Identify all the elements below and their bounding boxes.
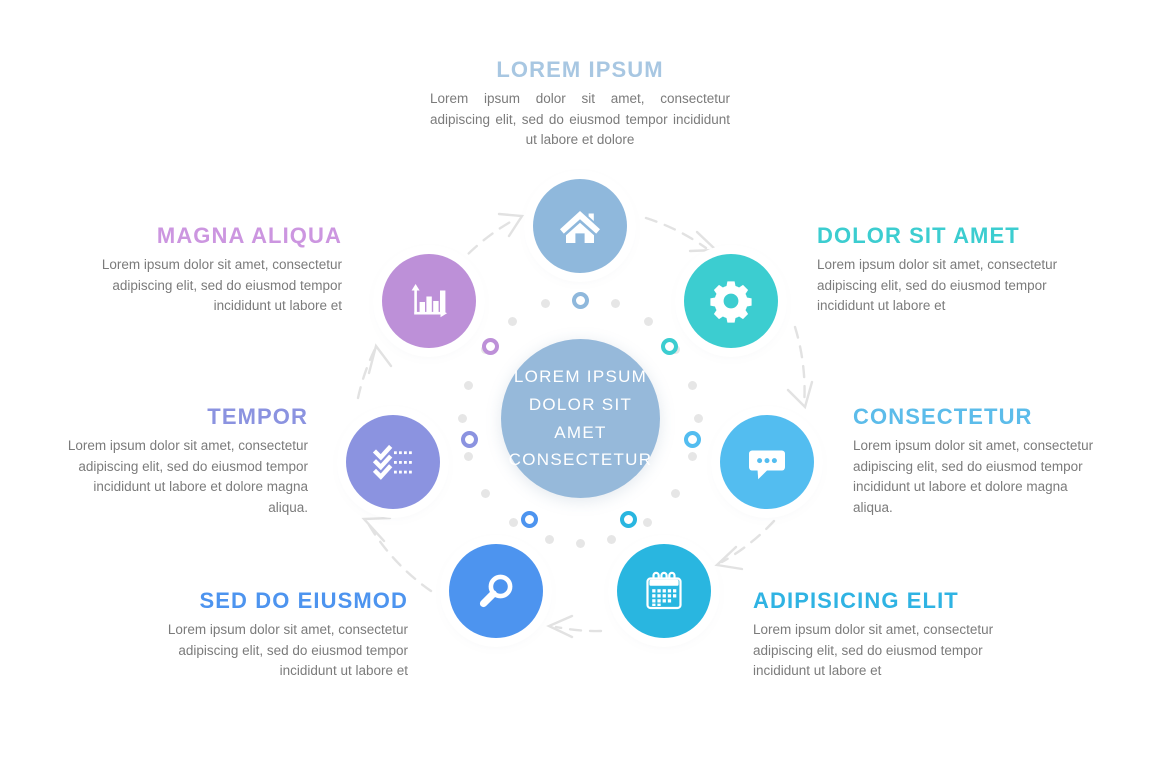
center-hub: LOREM IPSUM DOLOR SIT AMET CONSECTETUR bbox=[501, 339, 660, 498]
segment-7-text: MAGNA ALIQUA Lorem ipsum dolor sit amet,… bbox=[92, 223, 342, 317]
ring-color-dot-segment-5 bbox=[521, 511, 538, 528]
segment-1-body: Lorem ipsum dolor sit amet, consectetur … bbox=[430, 91, 730, 148]
segment-1-text: LOREM IPSUM Lorem ipsum dolor sit amet, … bbox=[430, 57, 730, 151]
ring-gray-dot bbox=[671, 489, 680, 498]
hub-line-3: CONSECTETUR bbox=[508, 450, 653, 470]
ring-gray-dot bbox=[576, 539, 585, 548]
segment-6-body: Lorem ipsum dolor sit amet, consectetur … bbox=[67, 438, 308, 515]
ring-gray-dot bbox=[509, 518, 518, 527]
segment-5-text: SED DO EIUSMOD Lorem ipsum dolor sit ame… bbox=[158, 588, 408, 682]
ring-gray-dot bbox=[644, 317, 653, 326]
segment-5-title: SED DO EIUSMOD bbox=[199, 588, 408, 613]
segment-3-title: CONSECTETUR bbox=[853, 404, 1033, 429]
ring-gray-dot bbox=[481, 489, 490, 498]
segment-3-text: CONSECTETUR Lorem ipsum dolor sit amet, … bbox=[853, 404, 1108, 518]
node-segment-2-gear[interactable] bbox=[684, 254, 778, 348]
ring-gray-dot bbox=[464, 381, 473, 390]
ring-color-dot-segment-4 bbox=[620, 511, 637, 528]
node-segment-6-checklist[interactable] bbox=[346, 415, 440, 509]
segment-6-title: TEMPOR bbox=[207, 404, 308, 429]
segment-3-body: Lorem ipsum dolor sit amet, consectetur … bbox=[853, 438, 1094, 515]
segment-2-title: DOLOR SIT AMET bbox=[817, 223, 1020, 248]
magnifier-icon bbox=[473, 568, 519, 614]
ring-gray-dot bbox=[688, 381, 697, 390]
calendar-icon bbox=[640, 567, 688, 615]
segment-2-body: Lorem ipsum dolor sit amet, consectetur … bbox=[817, 257, 1058, 314]
ring-gray-dot bbox=[688, 452, 697, 461]
ring-color-dot-segment-3 bbox=[684, 431, 701, 448]
hub-line-2: DOLOR SIT AMET bbox=[528, 394, 633, 442]
ring-gray-dot bbox=[643, 518, 652, 527]
chat-bubble-icon bbox=[743, 438, 791, 486]
ring-color-dot-segment-6 bbox=[461, 431, 478, 448]
ring-gray-dot bbox=[545, 535, 554, 544]
node-segment-4-calendar[interactable] bbox=[617, 544, 711, 638]
segment-6-text: TEMPOR Lorem ipsum dolor sit amet, conse… bbox=[53, 404, 308, 518]
ring-color-dot-segment-1 bbox=[572, 292, 589, 309]
ring-gray-dot bbox=[607, 535, 616, 544]
checklist-icon bbox=[368, 437, 418, 487]
node-segment-7-bar-chart[interactable] bbox=[382, 254, 476, 348]
hub-line-1: LOREM IPSUM bbox=[513, 367, 648, 387]
ring-gray-dot bbox=[541, 299, 550, 308]
segment-4-body: Lorem ipsum dolor sit amet, consectetur … bbox=[753, 622, 994, 679]
segment-7-body: Lorem ipsum dolor sit amet, consectetur … bbox=[101, 257, 342, 314]
segment-2-text: DOLOR SIT AMET Lorem ipsum dolor sit ame… bbox=[817, 223, 1067, 317]
ring-color-dot-segment-2 bbox=[661, 338, 678, 355]
segment-4-title: ADIPISICING ELIT bbox=[753, 588, 959, 613]
segment-7-title: MAGNA ALIQUA bbox=[156, 223, 342, 248]
center-hub-label: LOREM IPSUM DOLOR SIT AMET CONSECTETUR bbox=[501, 363, 660, 473]
gear-icon bbox=[708, 278, 754, 324]
ring-gray-dot bbox=[694, 414, 703, 423]
segment-5-body: Lorem ipsum dolor sit amet, consectetur … bbox=[167, 622, 408, 679]
node-segment-1-home[interactable] bbox=[533, 179, 627, 273]
ring-gray-dot bbox=[458, 414, 467, 423]
ring-gray-dot bbox=[611, 299, 620, 308]
node-segment-3-chat[interactable] bbox=[720, 415, 814, 509]
home-icon bbox=[557, 203, 603, 249]
segment-1-title: LOREM IPSUM bbox=[496, 57, 664, 82]
bar-chart-icon bbox=[405, 277, 453, 325]
ring-color-dot-segment-7 bbox=[482, 338, 499, 355]
node-segment-5-magnifier[interactable] bbox=[449, 544, 543, 638]
segment-4-text: ADIPISICING ELIT Lorem ipsum dolor sit a… bbox=[753, 588, 1003, 682]
ring-gray-dot bbox=[464, 452, 473, 461]
ring-gray-dot bbox=[508, 317, 517, 326]
